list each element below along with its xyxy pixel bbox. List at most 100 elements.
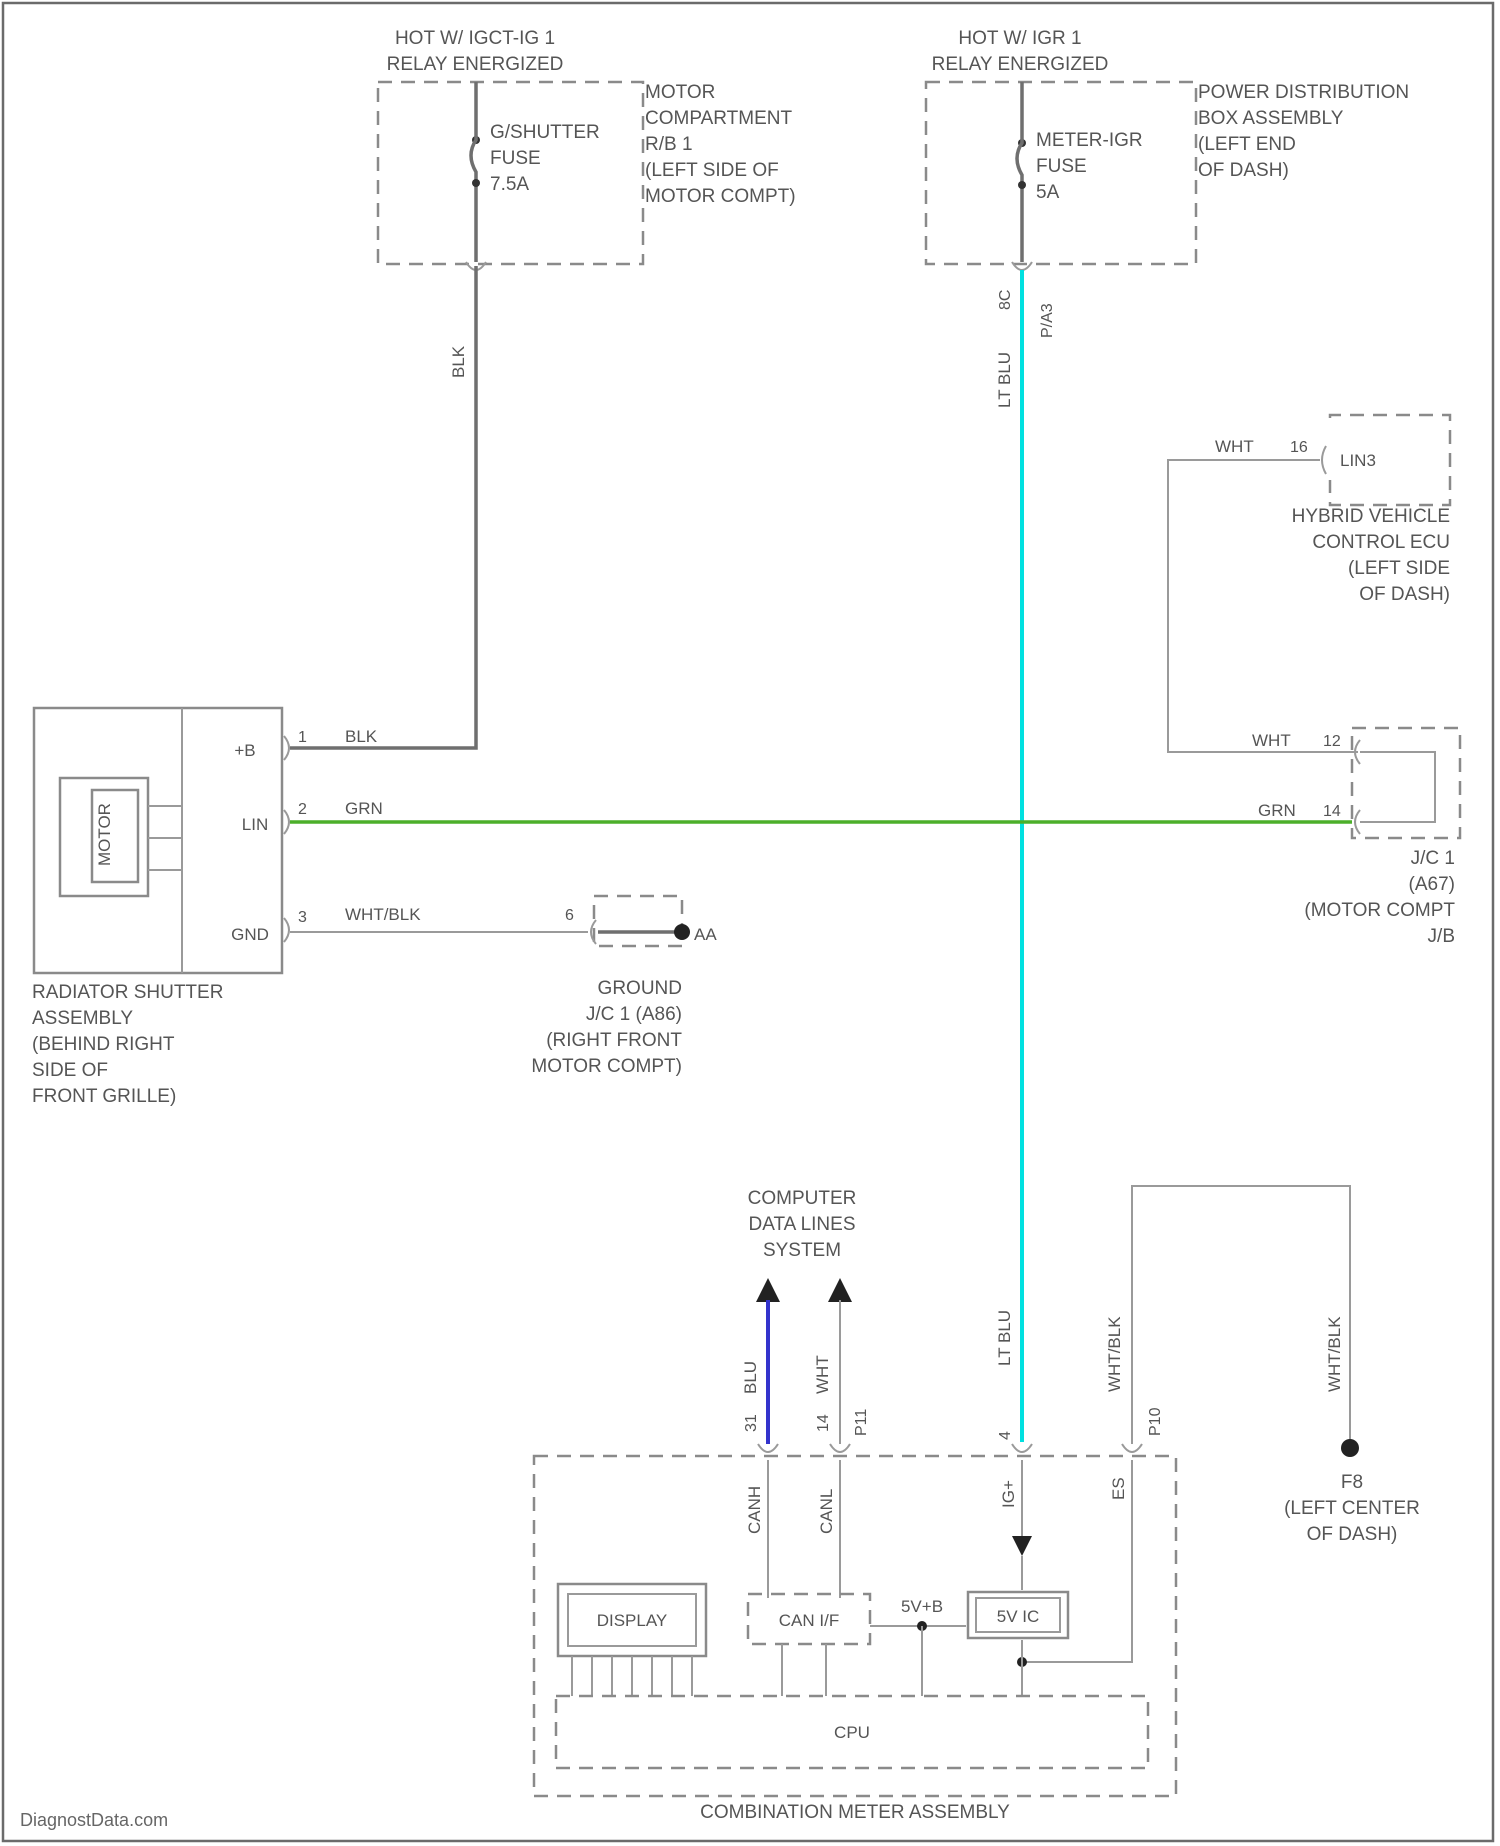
fuse-left-rating: 7.5A bbox=[490, 174, 529, 195]
wire-ltblu-connector: P/A3 bbox=[1039, 303, 1056, 338]
shutter-terminal-2 bbox=[284, 810, 289, 834]
hv-ecu-terminal bbox=[1322, 446, 1326, 474]
wire-wht-blk-meter-ground bbox=[1132, 1186, 1350, 1444]
cdl-name-1: DATA LINES bbox=[749, 1214, 856, 1235]
shutter-name-3: SIDE OF bbox=[32, 1060, 108, 1081]
ground-f8: WHT/BLK F8 (LEFT CENTER OF DASH) bbox=[1284, 1316, 1420, 1545]
fuse-left-loc-0: MOTOR bbox=[645, 82, 715, 103]
shutter-name-4: FRONT GRILLE) bbox=[32, 1086, 176, 1107]
fuse-right-rating: 5A bbox=[1036, 182, 1060, 203]
shutter-grn-label: GRN bbox=[345, 799, 383, 818]
meter-es-label: ES bbox=[1109, 1477, 1128, 1500]
fuse-right-fuse: FUSE bbox=[1036, 156, 1087, 177]
meter-terminal-canh bbox=[758, 1444, 778, 1452]
fuse-right-name: METER-IGR bbox=[1036, 130, 1143, 151]
combination-meter-assembly: CANH CANL IG+ ES DISPLAY CAN I/F 5V+B bbox=[534, 1444, 1176, 1823]
fuse-right-loc-3: OF DASH) bbox=[1198, 160, 1289, 181]
shutter-terminal-3 bbox=[284, 918, 289, 942]
shutter-terminal-1 bbox=[284, 736, 289, 760]
jc1-name-0: J/C 1 bbox=[1411, 848, 1455, 869]
meter-blu-label: BLU bbox=[741, 1361, 760, 1394]
wire-blk bbox=[290, 266, 476, 748]
meter-canh-label: CANH bbox=[745, 1486, 764, 1534]
hot-label-left-1: HOT W/ IGCT-IG 1 bbox=[395, 28, 555, 49]
hv-ecu-pin: 16 bbox=[1290, 439, 1308, 456]
wire-ltblu-pin: 8C bbox=[997, 290, 1014, 310]
shutter-name-2: (BEHIND RIGHT bbox=[32, 1034, 175, 1055]
jc1-name-2: (MOTOR COMPT bbox=[1304, 900, 1455, 921]
meter-ltblu-pin: 4 bbox=[997, 1431, 1014, 1440]
f8-ground-dot bbox=[1341, 1439, 1359, 1457]
computer-data-lines: COMPUTER DATA LINES SYSTEM bbox=[748, 1188, 857, 1302]
fuse-right-element bbox=[1017, 82, 1022, 262]
fuse-right-loc-0: POWER DISTRIBUTION bbox=[1198, 82, 1409, 103]
meter-v-bus-label: 5V+B bbox=[901, 1597, 943, 1616]
jc1-grn: GRN bbox=[1258, 801, 1296, 820]
f8-name-2: OF DASH) bbox=[1307, 1524, 1398, 1545]
wire-ltblu-top-label: LT BLU bbox=[995, 352, 1014, 408]
shutter-grn-pin: 2 bbox=[298, 801, 307, 818]
meter-can-if-label: CAN I/F bbox=[779, 1611, 839, 1630]
jc1-terminal-14 bbox=[1355, 810, 1360, 834]
shutter-blk-pin: 1 bbox=[298, 729, 307, 746]
meter-ig-label: IG+ bbox=[999, 1480, 1018, 1508]
wire-blk-vertical-label: BLK bbox=[449, 345, 468, 378]
f8-whtblk-label: WHT/BLK bbox=[1325, 1316, 1344, 1392]
cdl-arrow-canh bbox=[756, 1278, 780, 1302]
hv-ecu-name-2: (LEFT SIDE bbox=[1348, 558, 1450, 579]
fuse-left-terminal-bottom bbox=[472, 179, 480, 187]
watermark: DiagnostData.com bbox=[20, 1810, 168, 1830]
meter-terminal-canl bbox=[830, 1444, 850, 1452]
meter-wht-conn: P11 bbox=[853, 1409, 870, 1436]
shutter-name-1: ASSEMBLY bbox=[32, 1008, 133, 1029]
fuse-left-name: G/SHUTTER bbox=[490, 122, 600, 143]
hv-ecu-signal: LIN3 bbox=[1340, 451, 1376, 470]
meter-v-ic-label: 5V IC bbox=[997, 1607, 1040, 1626]
meter-cpu-label: CPU bbox=[834, 1723, 870, 1742]
meter-wht-pin: 14 bbox=[815, 1414, 832, 1432]
shutter-pin-lin: LIN bbox=[242, 815, 268, 834]
f8-name-1: (LEFT CENTER bbox=[1284, 1498, 1420, 1519]
fuse-right-loc-1: BOX ASSEMBLY bbox=[1198, 108, 1344, 129]
ground-jc-name-1: J/C 1 (A86) bbox=[586, 1004, 682, 1025]
f8-name-0: F8 bbox=[1341, 1472, 1363, 1493]
fuse-right-loc-2: (LEFT END bbox=[1198, 134, 1296, 155]
meter-ig-arrow bbox=[1012, 1536, 1032, 1556]
hv-ecu-name-0: HYBRID VEHICLE bbox=[1292, 506, 1450, 527]
cdl-arrow-canl bbox=[828, 1278, 852, 1302]
meter-terminal-ig bbox=[1012, 1444, 1032, 1452]
shutter-name-0: RADIATOR SHUTTER bbox=[32, 982, 223, 1003]
junction-connector-1: WHT 12 GRN 14 J/C 1 (A67) (MOTOR COMPT J… bbox=[1252, 728, 1460, 947]
meter-terminal-es bbox=[1122, 1444, 1142, 1452]
fuse-left-element bbox=[471, 82, 476, 262]
jc1-bridge bbox=[1360, 752, 1435, 822]
jc1-wht-pin: 12 bbox=[1323, 733, 1341, 750]
meter-es-conn: P10 bbox=[1147, 1407, 1164, 1436]
ground-junction: 6 AA GROUND J/C 1 (A86) (RIGHT FRONT MOT… bbox=[531, 896, 717, 1077]
fuse-left-loc-4: MOTOR COMPT) bbox=[645, 186, 796, 207]
shutter-motor-label: MOTOR bbox=[95, 803, 114, 866]
hot-label-left-2: RELAY ENERGIZED bbox=[387, 54, 564, 75]
hv-control-ecu: LIN3 WHT 16 HYBRID VEHICLE CONTROL ECU (… bbox=[1215, 415, 1450, 605]
ground-jc-box bbox=[594, 896, 682, 946]
meter-wht-label: WHT bbox=[813, 1355, 832, 1394]
hv-ecu-name-1: CONTROL ECU bbox=[1312, 532, 1450, 553]
shutter-gnd-label: WHT/BLK bbox=[345, 905, 421, 924]
ground-jc-name-0: GROUND bbox=[598, 978, 682, 999]
hv-ecu-wire-color: WHT bbox=[1215, 437, 1254, 456]
meter-whtblk-label: WHT/BLK bbox=[1105, 1316, 1124, 1392]
jc1-name-1: (A67) bbox=[1409, 874, 1455, 895]
hot-label-right-1: HOT W/ IGR 1 bbox=[958, 28, 1081, 49]
jc1-name-3: J/B bbox=[1428, 926, 1455, 947]
meter-ltblu-label: LT BLU bbox=[995, 1310, 1014, 1366]
ground-jc-dot bbox=[674, 924, 690, 940]
hv-ecu-name-3: OF DASH) bbox=[1359, 584, 1450, 605]
ground-jc-pin: 6 bbox=[565, 907, 574, 924]
cdl-name-2: SYSTEM bbox=[763, 1240, 841, 1261]
meter-name: COMBINATION METER ASSEMBLY bbox=[700, 1802, 1010, 1823]
fuse-left-loc-3: (LEFT SIDE OF bbox=[645, 160, 779, 181]
fuse-block-right: HOT W/ IGR 1 RELAY ENERGIZED METER-IGR F… bbox=[926, 28, 1409, 270]
jc1-wht: WHT bbox=[1252, 731, 1291, 750]
fuse-left-loc-2: R/B 1 bbox=[645, 134, 693, 155]
